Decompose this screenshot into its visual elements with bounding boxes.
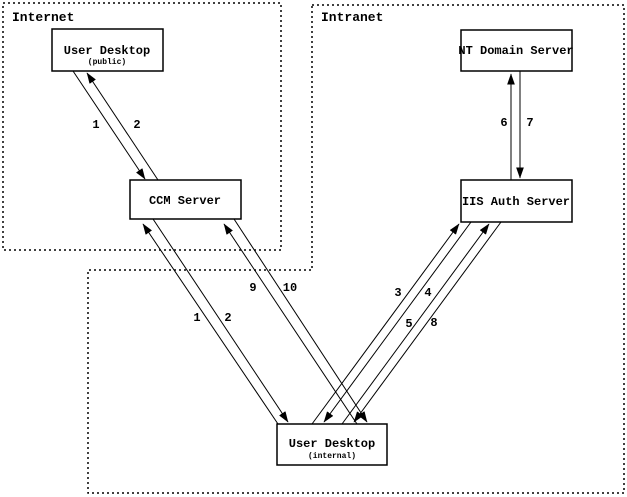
node-ccm-server: CCM Server — [129, 179, 242, 220]
edge-label-2-public: 2 — [133, 118, 140, 132]
ccm-server-label: CCM Server — [149, 194, 221, 208]
node-user-desktop-internal: User Desktop (internal) — [276, 423, 388, 466]
node-user-desktop-public: User Desktop (public) — [51, 28, 164, 72]
intranet-label: Intranet — [321, 10, 383, 25]
user-desktop-public-sublabel: (public) — [88, 58, 126, 67]
edge-2-ccm-to-internal — [152, 218, 289, 423]
edge-8-iis-to-internal — [353, 221, 502, 423]
node-nt-domain-server: NT Domain Server — [458, 29, 574, 72]
edge-1-internal-to-ccm — [142, 223, 279, 425]
edge-9-internal-to-ccm — [223, 223, 358, 425]
user-desktop-public-box — [51, 28, 164, 72]
edge-label-9: 9 — [249, 281, 256, 295]
ccm-server-box — [129, 179, 242, 220]
edge-label-1-public: 1 — [92, 118, 99, 132]
edge-4-iis-to-internal — [323, 221, 472, 423]
user-desktop-internal-label: User Desktop — [289, 437, 375, 451]
edge-label-7: 7 — [526, 116, 533, 130]
edge-5-internal-to-iis — [341, 223, 490, 425]
edge-label-2-internal: 2 — [224, 311, 231, 325]
user-desktop-public-label: User Desktop — [64, 44, 150, 58]
node-iis-auth-server: IIS Auth Server — [460, 179, 573, 223]
user-desktop-internal-sublabel: (internal) — [308, 452, 356, 461]
user-desktop-internal-box — [276, 423, 388, 466]
internet-boundary — [2, 2, 282, 251]
edge-label-3: 3 — [394, 286, 401, 300]
edge-label-6: 6 — [500, 116, 507, 130]
edge-1-public-to-ccm — [72, 70, 146, 180]
edge-labels: 1 2 1 2 9 10 3 4 5 8 6 7 — [92, 116, 533, 331]
edges — [72, 70, 524, 425]
edge-label-8: 8 — [430, 316, 437, 330]
edge-10-ccm-to-internal — [233, 218, 368, 423]
iis-auth-server-box — [460, 179, 573, 223]
internet-label: Internet — [12, 10, 74, 25]
edge-label-4: 4 — [424, 286, 431, 300]
nt-domain-server-box — [460, 29, 573, 72]
edge-label-1-internal: 1 — [193, 311, 200, 325]
edge-label-10: 10 — [283, 281, 297, 295]
iis-auth-server-label: IIS Auth Server — [462, 195, 570, 209]
nt-domain-server-label: NT Domain Server — [458, 44, 573, 58]
edge-2-ccm-to-public — [86, 72, 159, 181]
intranet-boundary — [87, 4, 625, 494]
edge-3-internal-to-iis — [311, 223, 460, 425]
edge-label-5: 5 — [405, 317, 412, 331]
